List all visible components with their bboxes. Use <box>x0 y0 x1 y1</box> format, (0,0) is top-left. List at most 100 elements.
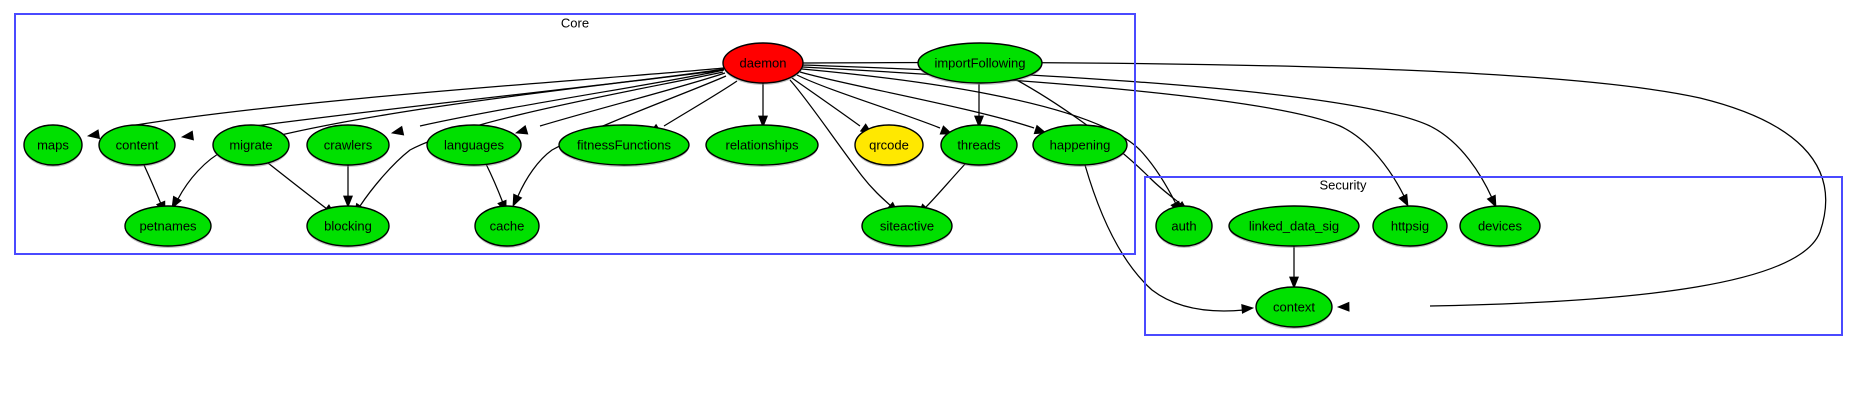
edge-arrowhead-icon <box>390 125 405 136</box>
nodes-layer: daemon importFollowing maps content migrate c… <box>23 42 1541 329</box>
edge-line <box>924 162 967 209</box>
cluster-core: Core <box>14 13 1136 255</box>
edge-arrowhead-icon <box>180 130 194 141</box>
edge-daemon-to-languages <box>514 72 726 135</box>
node-shape-relationships[interactable] <box>705 124 819 166</box>
edge-languages-to-cache <box>485 163 507 214</box>
node-shape-petnames[interactable] <box>124 205 212 247</box>
edge-arrowhead-icon <box>1289 276 1299 290</box>
edge-arrowhead-icon <box>514 124 529 135</box>
node-threads[interactable]: threads <box>940 124 1018 167</box>
edge-migrate-to-blocking <box>267 162 336 216</box>
edge-daemon-to-crawlers <box>390 69 725 136</box>
edge-arrowhead-icon <box>974 115 984 129</box>
edge-line <box>143 164 162 205</box>
node-httpsig[interactable]: httpsig <box>1372 205 1448 248</box>
edge-arrowhead-icon <box>758 115 768 129</box>
edge-daemon-to-maps <box>86 67 725 140</box>
edge-line <box>796 74 941 129</box>
node-daemon[interactable]: daemon <box>722 42 804 85</box>
node-shape-migrate[interactable] <box>212 124 290 166</box>
node-shape-auth[interactable] <box>1155 205 1213 247</box>
cluster-border-security <box>1144 176 1843 336</box>
node-crawlers[interactable]: crawlers <box>306 124 390 167</box>
node-cache[interactable]: cache <box>474 205 540 248</box>
node-shape-threads[interactable] <box>940 124 1018 166</box>
edge-arrowhead-icon <box>171 195 182 209</box>
edge-line <box>789 79 892 207</box>
edge-happening-to-context <box>1084 164 1255 314</box>
node-fitnessFunctions[interactable]: fitnessFunctions <box>558 124 690 167</box>
cluster-security: Security <box>1144 176 1843 336</box>
edge-arrowhead-icon <box>343 195 353 209</box>
node-content[interactable]: content <box>98 124 176 167</box>
edge-line <box>1084 164 1245 312</box>
edge-daemon-to-happening <box>799 71 1048 135</box>
node-shape-content[interactable] <box>98 124 176 166</box>
edge-line <box>177 69 724 200</box>
edge-daemon-to-httpsig <box>801 66 1409 207</box>
edge-linked_data_sig-to-context <box>1289 246 1299 290</box>
edge-arrowhead-icon <box>1033 124 1048 135</box>
node-shape-happening[interactable] <box>1032 124 1128 166</box>
cluster-label-core: Core <box>561 15 589 30</box>
edge-daemon-to-petnames <box>171 69 724 209</box>
edge-line <box>802 61 1827 307</box>
edge-line <box>267 162 328 210</box>
edge-line <box>801 66 1405 197</box>
node-shape-httpsig[interactable] <box>1372 205 1448 247</box>
node-importFollowing[interactable]: importFollowing <box>917 42 1043 85</box>
node-relationships[interactable]: relationships <box>705 124 819 167</box>
edge-line <box>539 72 726 127</box>
node-shape-daemon[interactable] <box>722 42 804 84</box>
edge-line <box>239 68 725 129</box>
edge-line <box>799 71 1035 129</box>
node-maps[interactable]: maps <box>23 124 83 167</box>
node-migrate[interactable]: migrate <box>212 124 290 167</box>
edge-line <box>791 77 861 127</box>
node-shape-siteactive[interactable] <box>861 205 953 247</box>
edge-line <box>801 68 1177 205</box>
node-shape-context[interactable] <box>1255 286 1333 328</box>
edge-line <box>1012 77 1183 206</box>
node-linked_data_sig[interactable]: linked_data_sig <box>1228 205 1360 248</box>
node-shape-blocking[interactable] <box>306 205 390 247</box>
node-shape-languages[interactable] <box>426 124 522 166</box>
edge-arrowhead-icon <box>1398 193 1409 207</box>
edge-line <box>485 163 504 204</box>
node-blocking[interactable]: blocking <box>306 205 390 248</box>
node-shape-cache[interactable] <box>474 205 540 247</box>
cluster-label-security: Security <box>1320 177 1367 192</box>
node-shape-linked_data_sig[interactable] <box>1228 205 1360 247</box>
edge-arrowhead-icon <box>1486 194 1497 208</box>
node-shape-devices[interactable] <box>1459 205 1541 247</box>
edge-importFollowing-to-threads <box>974 84 984 129</box>
node-qrcode[interactable]: qrcode <box>854 124 924 167</box>
node-auth[interactable]: auth <box>1155 205 1213 248</box>
node-petnames[interactable]: petnames <box>124 205 212 248</box>
cluster-border-core <box>14 13 1136 255</box>
edge-arrowhead-icon <box>1336 301 1350 312</box>
edge-daemon-to-context <box>802 61 1827 312</box>
node-siteactive[interactable]: siteactive <box>861 205 953 248</box>
node-languages[interactable]: languages <box>426 124 522 167</box>
node-shape-fitnessFunctions[interactable] <box>558 124 690 166</box>
edges-layer <box>86 61 1827 314</box>
edge-line <box>419 69 725 127</box>
node-happening[interactable]: happening <box>1032 124 1128 167</box>
edge-line <box>129 67 725 127</box>
node-shape-crawlers[interactable] <box>306 124 390 166</box>
edge-crawlers-to-blocking <box>343 165 353 209</box>
node-devices[interactable]: devices <box>1459 205 1541 248</box>
node-context[interactable]: context <box>1255 286 1333 329</box>
node-shape-maps[interactable] <box>23 124 83 166</box>
edge-daemon-to-relationships <box>758 83 768 129</box>
edge-arrowhead-icon <box>512 193 523 207</box>
edge-arrowhead-icon <box>1241 303 1255 314</box>
node-shape-importFollowing[interactable] <box>917 42 1043 84</box>
node-shape-qrcode[interactable] <box>854 124 924 166</box>
edge-arrowhead-icon <box>86 129 101 140</box>
